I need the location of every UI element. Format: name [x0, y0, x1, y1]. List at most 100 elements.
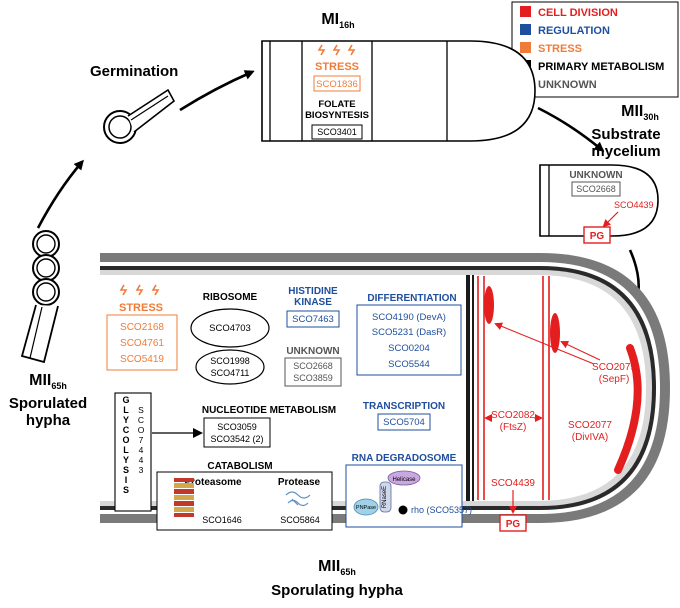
glycolysis-letter-8: S: [123, 465, 129, 475]
mi16-folate-line1: FOLATE: [318, 99, 355, 110]
helicase-icon: [387, 470, 421, 486]
histidine-title-1: HISTIDINE: [288, 286, 338, 297]
differentiation-gene-4: SCO5544: [388, 359, 430, 370]
stage-mii65-left-line2: hypha: [26, 412, 71, 429]
legend-label-unknown: UNKNOWN: [538, 79, 597, 91]
glycolysis-letter-10: S: [123, 485, 129, 495]
ribosome-small-subunit: [195, 349, 265, 385]
arrow-mi16-to-mii30: [537, 106, 605, 152]
rna-degradosome-group: RNA DEGRADOSOME Helicase RNaseE PNPase r…: [345, 453, 472, 528]
mii65-unknown-gene-2: SCO3859: [293, 373, 333, 383]
differentiation-gene-2: SCO5231 (DasR): [372, 327, 446, 338]
glycolysis-gene-char-3: O: [138, 425, 145, 435]
catabolism-group: CATABOLISM Proteasome SCO1646 Protease S…: [156, 461, 333, 531]
mii65-stress-gene-2: SCO4761: [120, 338, 164, 349]
helicase-label: Helicase: [392, 477, 416, 483]
ribosome-gene2-1: SCO1998: [210, 356, 250, 366]
sepf-ring-1: [484, 286, 494, 324]
nucleotide-gene-1: SCO3059: [217, 422, 257, 432]
mii30-pg-gene: SCO4439: [614, 200, 654, 210]
mi16-stress-bolt-icons: [317, 44, 356, 56]
nucleotide-gene-2: SCO3542 (2): [210, 434, 263, 444]
mii30-unknown-gene: SCO2668: [576, 184, 616, 194]
stage-mi16-title: MI16h: [321, 11, 354, 30]
protease-label: Protease: [278, 477, 321, 488]
mii65-pg-box: [499, 514, 527, 532]
nucleotide-metabolism-group: NUCLEOTIDE METABOLISM SCO3059 SCO3542 (2…: [152, 405, 336, 448]
mi16-folate-line2: BIOSYNTESIS: [305, 110, 369, 121]
nucleotide-title: NUCLEOTIDE METABOLISM: [202, 405, 336, 416]
stage-mii65-bottom-line1: Sporulating hypha: [271, 582, 403, 599]
histidine-gene: SCO7463: [292, 314, 334, 325]
mi16-folate-gene: SCO3401: [317, 127, 357, 137]
divlva-protein: (DivIVA): [572, 432, 608, 443]
ribosome-title: RIBOSOME: [203, 292, 258, 303]
legend-label-regulation: REGULATION: [538, 25, 610, 37]
mii65-stress-title: STRESS: [119, 302, 163, 314]
rho-icon: [398, 505, 408, 515]
stage-germination-label: Germination: [90, 63, 178, 80]
glycolysis-gene-char-5: 4: [139, 445, 144, 455]
glycolysis-letter-7: Y: [123, 455, 129, 465]
glycolysis-letter-4: C: [123, 425, 130, 435]
histidine-title-2: KINASE: [294, 297, 332, 308]
legend-label-stress: STRESS: [538, 43, 582, 55]
protease-icon: [285, 491, 311, 507]
legend-swatch-regulation: [520, 24, 531, 35]
protease-gene: SCO5864: [280, 515, 320, 525]
rho-label: rho (SCO5357): [411, 505, 472, 515]
arrow-germination-to-mi16: [179, 70, 255, 112]
stage-mii65-left-title: MII65h: [29, 372, 67, 391]
legend-swatch-cell-division: [520, 6, 531, 17]
glycolysis-gene-char-7: 3: [139, 465, 144, 475]
glycolysis-letter-9: I: [125, 475, 128, 485]
differentiation-group: DIFFERENTIATION SCO4190 (DevA) SCO5231 (…: [356, 293, 462, 376]
mii65-stress-bolt-icons: [119, 284, 160, 296]
legend: CELL DIVISION REGULATION STRESS PRIMARY …: [511, 1, 679, 98]
proteasome-icon: [174, 478, 194, 517]
legend-label-primary-metabolism: PRIMARY METABOLISM: [538, 61, 664, 73]
mi16-hypha: STRESS SCO1836 FOLATE BIOSYNTESIS SCO340…: [261, 40, 536, 142]
pnpase-label: PNPase: [356, 505, 376, 511]
rnase-label: RNaseE: [382, 486, 388, 508]
mii65-pg-label: PG: [506, 519, 521, 530]
glycolysis-gene-char-6: 4: [139, 455, 144, 465]
proteasome-label: Proteasome: [184, 477, 242, 488]
legend-label-cell-division: CELL DIVISION: [538, 7, 618, 19]
sepf-protein: (SepF): [599, 374, 630, 385]
transcription-gene: SCO5704: [383, 417, 425, 428]
mii30-hypha: UNKNOWN SCO2668 SCO4439 PG: [539, 164, 659, 244]
ribosome-gene: SCO4703: [209, 323, 251, 334]
stage-mii30-line2: mycelium: [591, 143, 660, 160]
ribosome-group: RIBOSOME SCO4703 SCO1998 SCO4711: [190, 292, 270, 385]
germinating-spore-icon: [103, 88, 176, 144]
glycolysis-letter-5: O: [122, 435, 129, 445]
stage-mii65-left-line1: Sporulated: [9, 395, 87, 412]
mii30-pg-label: PG: [590, 231, 605, 242]
transcription-title: TRANSCRIPTION: [363, 401, 445, 412]
cell-division-group: SCO2079 (SepF) SCO2082 (FtsZ) SCO2077 (D…: [477, 276, 642, 532]
stage-mii30-line1: Substrate: [591, 126, 660, 143]
mii65-unknown-title: UNKNOWN: [286, 346, 339, 357]
stage-mii65-bottom-title: MII65h: [318, 558, 356, 577]
spore-chain-icon: [20, 230, 60, 364]
mii30-pg-box: [583, 226, 611, 244]
mii30-unknown-title: UNKNOWN: [569, 170, 622, 181]
rnase-icon: [379, 481, 392, 513]
ftsz-protein: (FtsZ): [500, 422, 527, 433]
mii65-unknown-gene-1: SCO2668: [293, 361, 333, 371]
pnpase-icon: [353, 498, 379, 516]
proteasome-gene: SCO1646: [202, 515, 242, 525]
ftsz-gene: SCO2082: [491, 410, 535, 421]
mii65-stress-gene-1: SCO2168: [120, 322, 164, 333]
stage-mii30-title: MII30h: [621, 103, 659, 122]
ribosome-large-subunit: [190, 308, 270, 348]
glycolysis-gene-char-2: C: [138, 415, 144, 425]
mii65-stress-group: STRESS SCO2168 SCO4761 SCO5419: [106, 284, 178, 371]
glycolysis-group: G L Y C O L Y S I S S C O 7 4 4 3: [114, 392, 152, 512]
divlva-cap: [614, 344, 642, 474]
legend-swatch-stress: [520, 42, 531, 53]
differentiation-title: DIFFERENTIATION: [367, 293, 456, 304]
